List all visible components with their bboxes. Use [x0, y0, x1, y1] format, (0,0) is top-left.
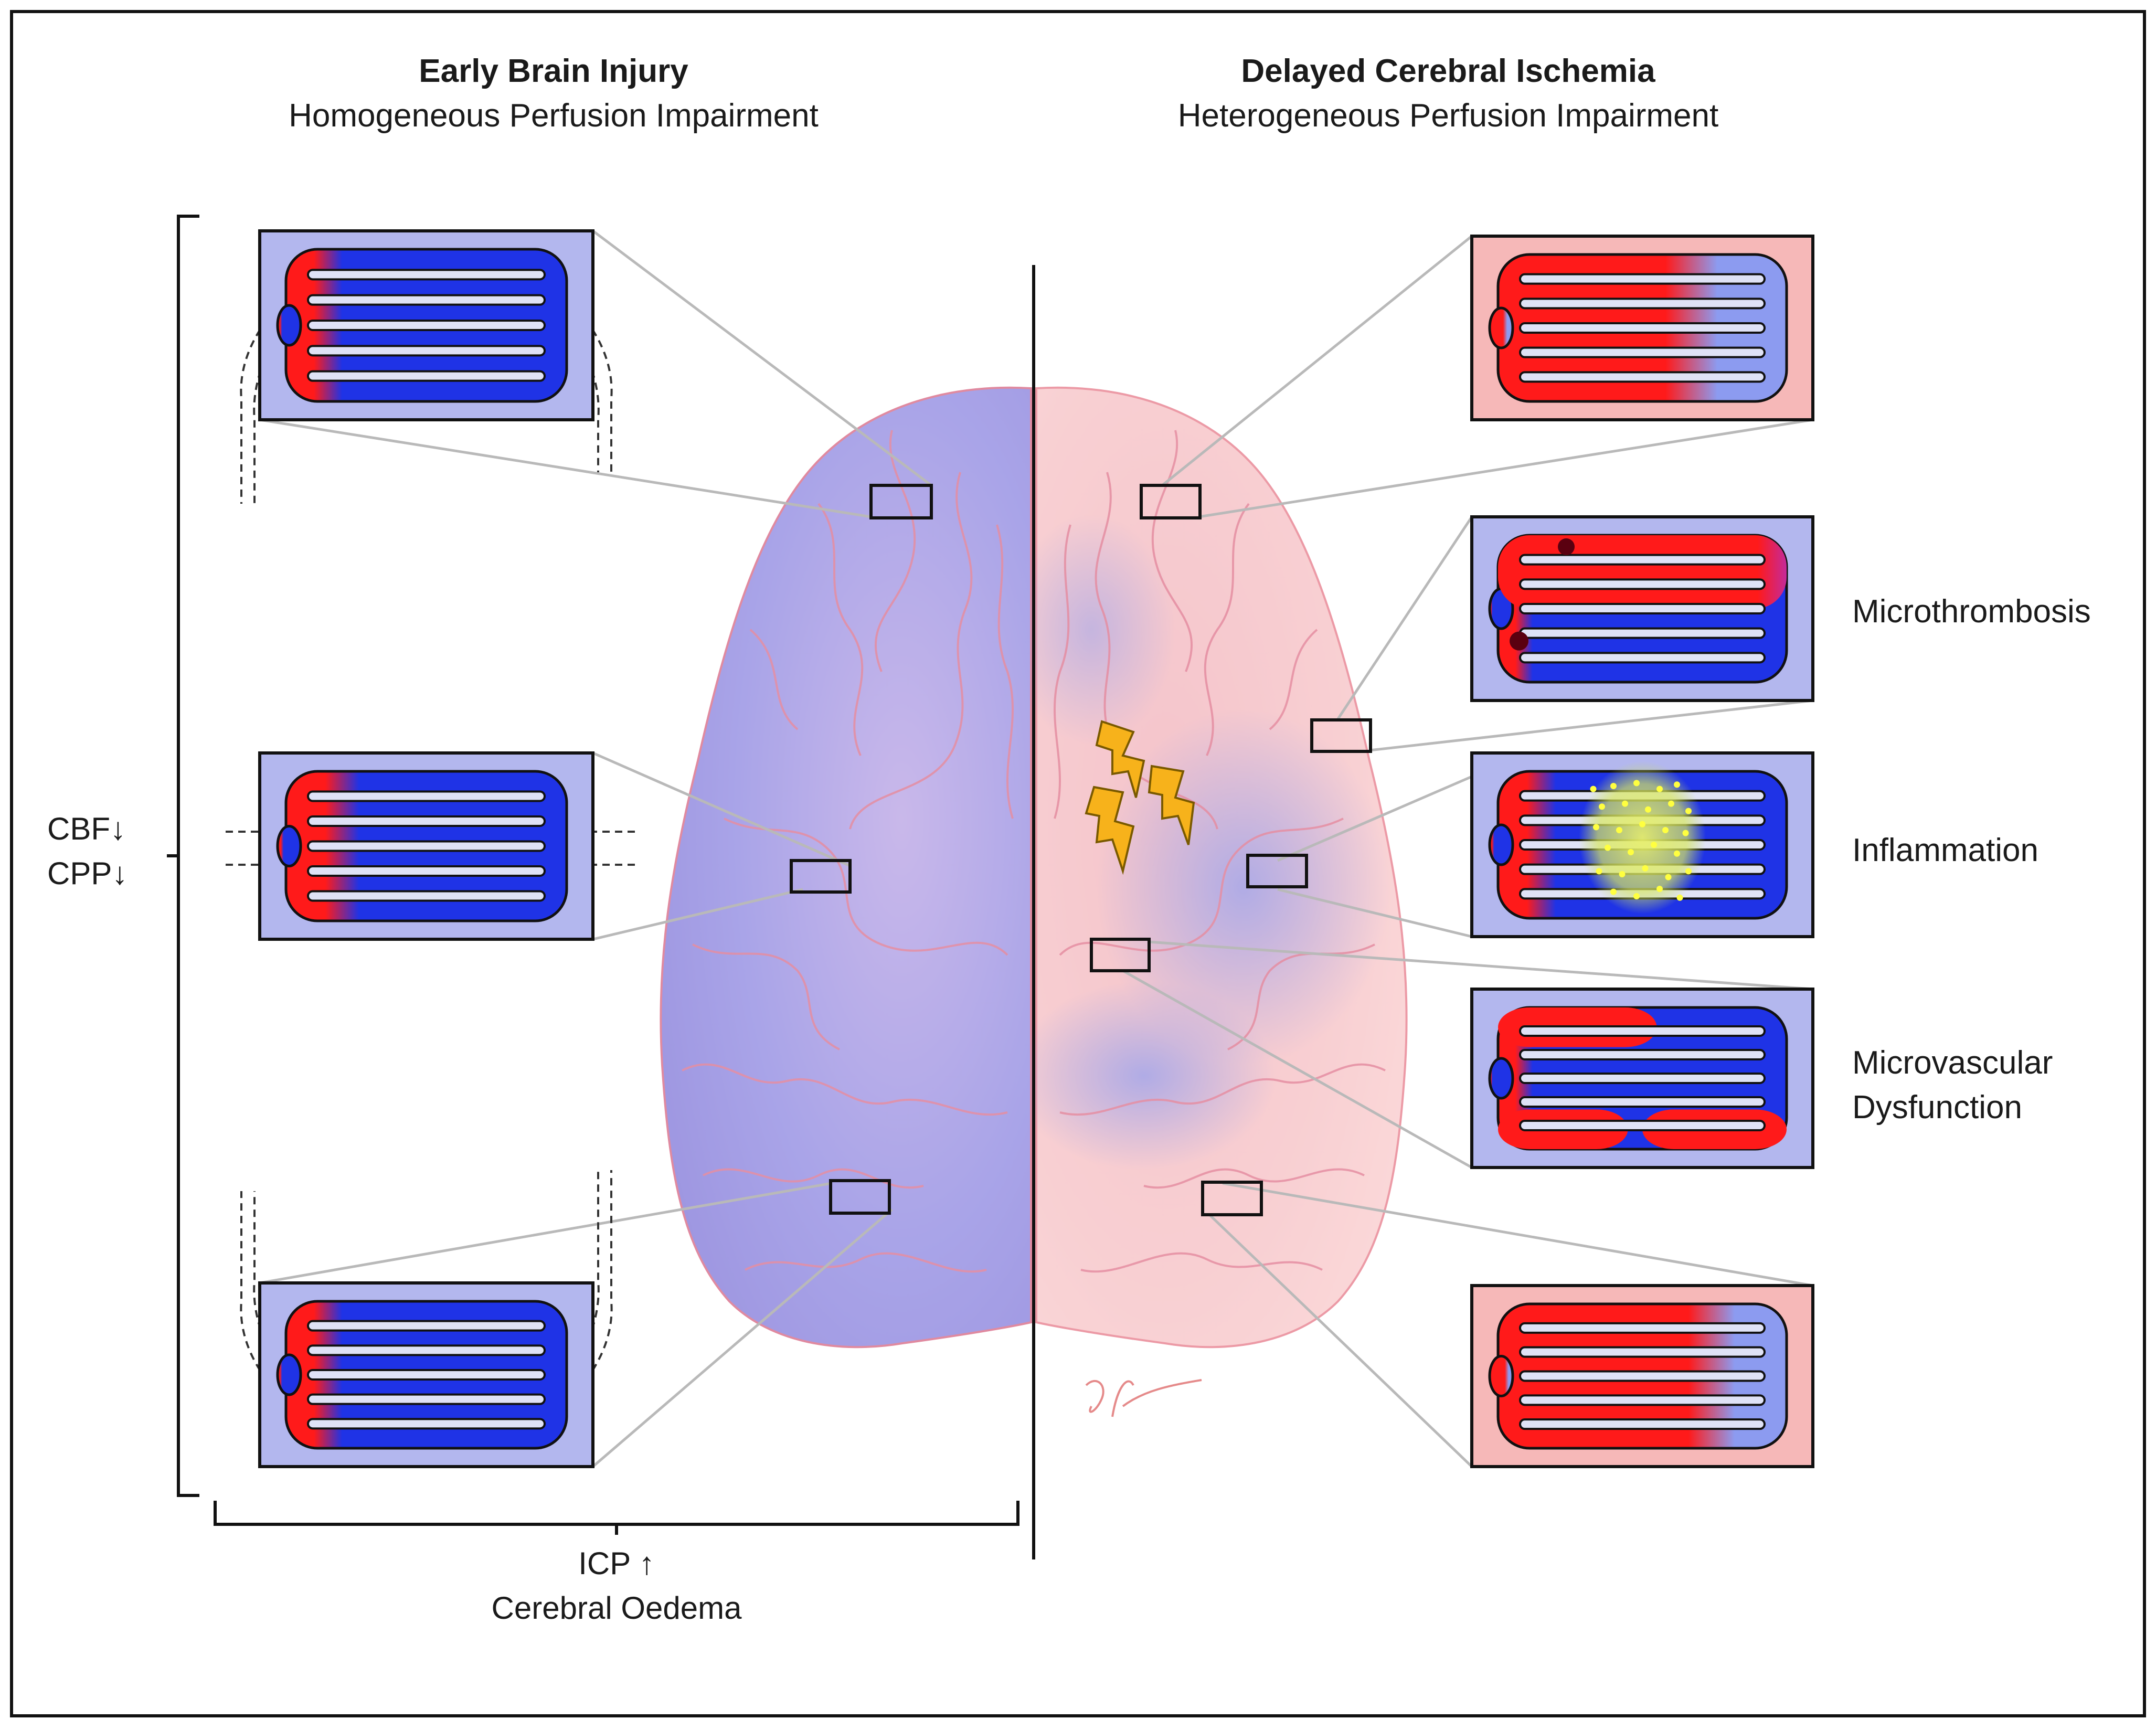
region-marker-right-bottom — [1201, 1181, 1263, 1216]
bottom-bracket — [214, 1501, 1019, 1535]
capillary-panel-left-top — [258, 229, 594, 421]
cerebral-oedema-label: Cerebral Oedema — [491, 1590, 742, 1626]
capillary-panel-microvascular — [1470, 988, 1814, 1169]
region-marker-right-micro — [1090, 938, 1151, 972]
capillary-panel-microthrombosis — [1470, 515, 1814, 702]
lightning-bolt-icon — [1095, 720, 1145, 798]
capillary-panel-inflammation — [1470, 751, 1814, 938]
lightning-bolts — [1085, 720, 1195, 875]
inflammation-label: Inflammation — [1852, 832, 2038, 868]
cbf-label: CBF↓ — [47, 811, 126, 846]
lightning-bolt-icon — [1148, 765, 1195, 845]
region-marker-left-bottom — [829, 1179, 891, 1215]
region-marker-right-thrombo — [1310, 718, 1372, 753]
capillary-panels — [258, 229, 1814, 1468]
region-marker-right-top — [1140, 484, 1202, 519]
capillary-panel-right-top — [1470, 235, 1814, 421]
right-heading-title: Delayed Cerebral Ischemia — [1241, 53, 1655, 89]
capillary-panel-left-bottom — [258, 1281, 594, 1468]
region-marker-left-mid — [790, 859, 852, 894]
microthrombosis-label: Microthrombosis — [1852, 593, 2091, 630]
brain-gyri-lines — [682, 430, 1386, 1273]
left-heading-title: Early Brain Injury — [419, 53, 688, 89]
capillary-panel-left-mid — [258, 751, 594, 941]
dysfunction-label: Dysfunction — [1852, 1089, 2022, 1126]
microvascular-label: Microvascular — [1852, 1045, 2053, 1081]
blue-region-right-3 — [1007, 514, 1175, 745]
region-marker-right-inflam — [1246, 854, 1308, 888]
brain-region-markers — [790, 484, 1372, 1216]
cpp-label: CPP↓ — [47, 856, 128, 891]
brain-left-hemisphere — [660, 386, 1032, 1349]
capillary-panel-right-bottom — [1470, 1284, 1814, 1468]
artist-signature — [1085, 1379, 1202, 1417]
lightning-bolt-icon — [1085, 786, 1135, 875]
connector-lines — [259, 230, 1813, 1468]
left-bracket — [167, 215, 199, 1497]
left-heading-subtitle: Homogeneous Perfusion Impairment — [289, 98, 819, 134]
blue-region-right-2 — [1013, 981, 1275, 1170]
region-marker-left-top — [869, 484, 933, 519]
brain-illustration — [660, 386, 1408, 1417]
right-heading-subtitle: Heterogeneous Perfusion Impairment — [1177, 98, 1719, 134]
icp-label: ICP ↑ — [578, 1546, 655, 1581]
